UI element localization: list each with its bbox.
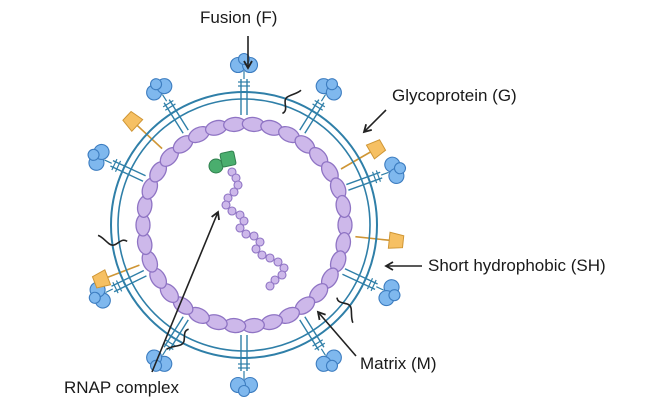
- glycoprotein-icon: [340, 139, 387, 170]
- matrix-protein: [335, 194, 352, 218]
- genome-bead: [221, 200, 231, 210]
- genome-bead: [265, 281, 275, 291]
- glycoprotein-arrow: [362, 109, 387, 134]
- genome-bead: [227, 206, 237, 216]
- genome-bead: [270, 275, 280, 285]
- fusion-protein-icon: [229, 52, 259, 115]
- short-hydrophobic-icon: [97, 234, 128, 246]
- matrix-arrow: [316, 310, 357, 357]
- glycoprotein-icon: [122, 110, 163, 150]
- rnap-arrow: [151, 210, 220, 373]
- glycoprotein-icon: [355, 231, 405, 249]
- short-hydrophobic-icon: [166, 328, 189, 350]
- fusion-protein-icon: [299, 316, 342, 372]
- genome-bead: [241, 229, 251, 239]
- fusion-protein-icon: [87, 143, 146, 182]
- fusion-protein-icon: [229, 335, 259, 398]
- fusion-protein-icon: [299, 78, 342, 134]
- genome-bead: [239, 216, 249, 226]
- glycoprotein-icon: [91, 264, 140, 289]
- fusion-protein-icon: [146, 78, 189, 134]
- envelope-inner-line: [117, 98, 371, 352]
- rnap-complex-icon: [208, 150, 237, 174]
- genome-bead: [265, 253, 275, 263]
- matrix-label: Matrix (M): [360, 354, 437, 373]
- glycoprotein-label: Glycoprotein (G): [392, 86, 517, 105]
- genome-bead: [229, 187, 239, 197]
- fusion-protein-icon: [346, 156, 407, 191]
- genome-bead: [251, 244, 261, 254]
- fusion-protein-icon: [146, 316, 189, 372]
- genome-bead: [255, 237, 265, 247]
- genome-bead: [273, 257, 283, 267]
- rnap-label: RNAP complex: [64, 378, 179, 397]
- short-hydrophobic-icon: [336, 297, 354, 324]
- genome-bead: [235, 223, 245, 233]
- fusion-protein-icon: [342, 268, 401, 307]
- envelope-outer-line: [110, 91, 378, 359]
- fusion-label: Fusion (F): [200, 8, 278, 27]
- genome-bead: [249, 231, 259, 241]
- genome-bead: [233, 180, 243, 190]
- genome-bead: [277, 270, 287, 280]
- short-hydrophobic-label: Short hydrophobic (SH): [428, 256, 606, 275]
- genome-bead: [257, 250, 267, 260]
- short-hydrophobic-icon: [281, 89, 302, 115]
